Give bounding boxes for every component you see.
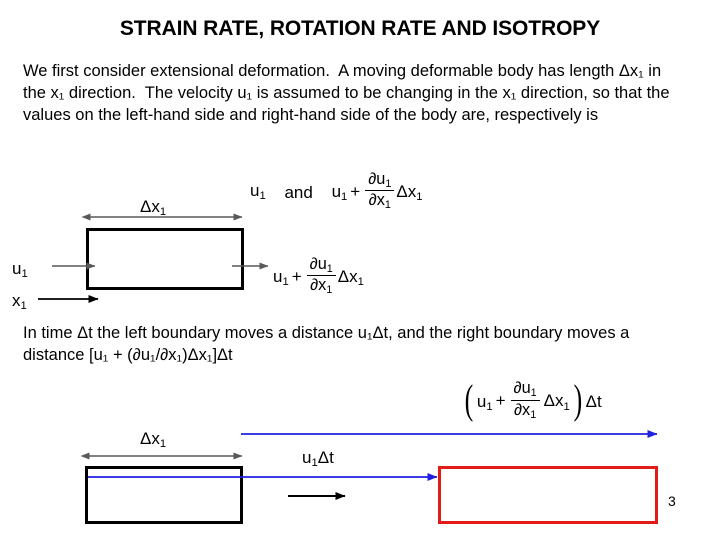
delta-x-subscript: 1 (159, 206, 167, 219)
close-paren: ) (573, 377, 583, 424)
displaced-body-rect (438, 466, 658, 524)
x-subscript: 1 (20, 300, 27, 313)
fraction-denominator: ∂x1 (365, 191, 394, 211)
delta-x-symbol: Δx (140, 429, 160, 448)
u-symbol: u (302, 448, 312, 467)
partial-u: ∂u (309, 254, 327, 273)
fraction-numerator: ∂u1 (365, 169, 395, 192)
u-subscript: 1 (486, 400, 493, 413)
intro-paragraph: We first consider extensional deformatio… (23, 62, 675, 124)
u-subscript: 1 (282, 275, 289, 288)
u-subscript: 1 (259, 190, 266, 203)
fraction-denominator: ∂x1 (511, 401, 540, 421)
delta-t-symbol: Δt (317, 448, 334, 467)
equation-conjunction: and (284, 182, 313, 202)
delta-x-symbol: Δx (543, 391, 564, 411)
u-symbol: u (12, 259, 22, 278)
u-symbol: u (476, 391, 487, 411)
open-paren: ( (464, 377, 474, 424)
delta-x-symbol: Δx (337, 266, 358, 286)
bottom-dimension-label: Δx1 (140, 430, 166, 450)
partial-derivative-fraction: ∂u1 ∂x1 (365, 169, 395, 212)
outlet-velocity-expression: u1+ ∂u1 ∂x1 Δx1 (273, 254, 364, 298)
partial-derivative-fraction: ∂u1 ∂x1 (510, 379, 540, 421)
u-subscript: 1 (21, 268, 28, 281)
deformable-body-rect (86, 228, 244, 290)
partial-u: ∂u (513, 379, 531, 398)
fraction-denominator: ∂x1 (307, 276, 336, 296)
centered-equation: u1 and u1+ ∂u1 ∂x1 Δx1 (250, 169, 423, 213)
delta-x-subscript: 1 (563, 400, 570, 413)
displacement-label: u1Δt (302, 449, 334, 469)
delta-x-subscript: 1 (416, 190, 423, 203)
partial-x: ∂x (368, 191, 385, 210)
partial-derivative-fraction: ∂u1 ∂x1 (306, 254, 336, 297)
partial-u-subscript: 1 (530, 387, 537, 400)
page-title: STRAIN RATE, ROTATION RATE AND ISOTROPY (119, 17, 601, 40)
partial-x-subscript: 1 (530, 408, 537, 421)
delta-x-term: Δx (396, 181, 417, 201)
time-step-paragraph: In time Δt the left boundary moves a dis… (23, 324, 634, 364)
partial-u: ∂u (368, 169, 386, 188)
u-symbol: u (273, 266, 283, 286)
u-subscript: 1 (341, 190, 348, 203)
top-dimension-label: Δx1 (140, 198, 166, 218)
fraction-numerator: ∂u1 (306, 254, 336, 277)
equation-right-term: u1+ ∂u1 ∂x1 Δx1 (331, 169, 423, 213)
equation-left-term: u1 (250, 182, 266, 202)
delta-x-subscript: 1 (357, 275, 364, 288)
paren-contents: u1+ ∂u1 ∂x1 Δx1 (476, 379, 570, 423)
partial-x-subscript: 1 (326, 284, 333, 297)
u-symbol: u (331, 181, 342, 201)
plus-operator: + (291, 266, 302, 286)
delta-x-subscript: 1 (159, 438, 167, 451)
outlet-term: u1+ ∂u1 ∂x1 Δx1 (273, 254, 364, 298)
inlet-velocity-label: u1 (12, 260, 28, 280)
x-symbol: x (12, 291, 21, 310)
displaced-boundary-equation: (u1+ ∂u1 ∂x1 Δx1)Δt (462, 377, 602, 424)
u-symbol: u (250, 181, 260, 201)
partial-x: ∂x (310, 276, 327, 295)
original-body-rect (85, 466, 243, 524)
partial-x: ∂x (513, 400, 531, 419)
plus-operator: + (495, 391, 506, 411)
fraction-numerator: ∂u1 (510, 379, 540, 401)
u-subscript: 1 (311, 457, 318, 470)
plus-operator: + (350, 181, 361, 201)
partial-u-subscript: 1 (385, 177, 392, 190)
delta-x-symbol: Δx (140, 197, 160, 216)
axis-label-x1: x1 (12, 292, 27, 312)
partial-u-subscript: 1 (326, 262, 333, 275)
partial-x-subscript: 1 (384, 199, 391, 212)
page-number: 3 (668, 493, 676, 509)
delta-t-symbol: Δt (585, 392, 602, 412)
